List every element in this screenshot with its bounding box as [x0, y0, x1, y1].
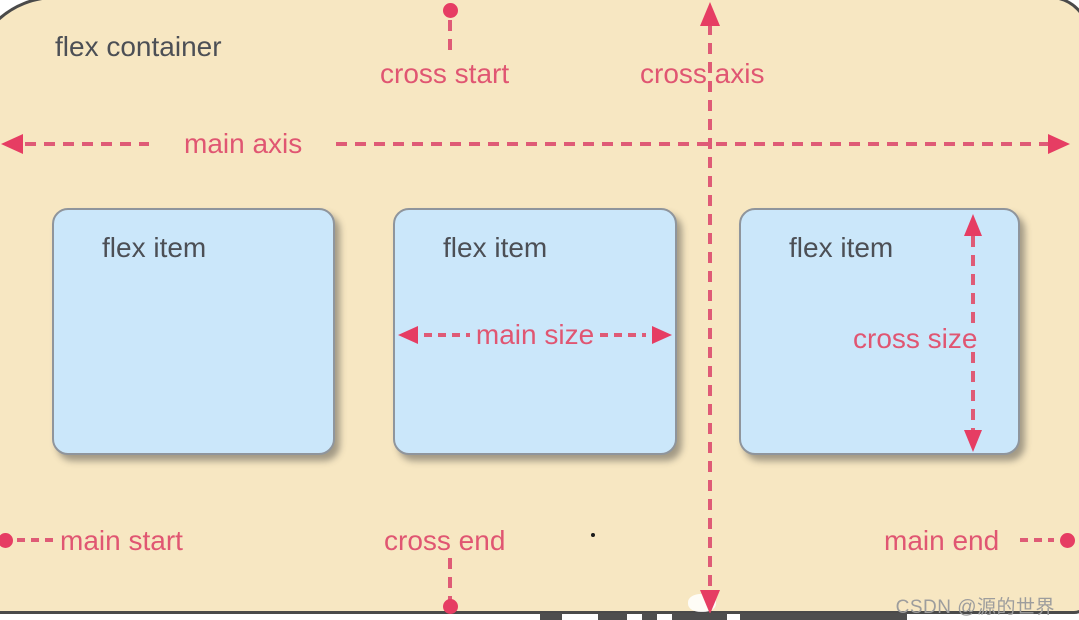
flex-item-1: flex item	[52, 208, 335, 455]
cross-start-dot-icon	[443, 3, 458, 18]
bottom-edge-artifact	[598, 613, 627, 620]
main-size-left-arrow-icon	[398, 326, 418, 344]
main-axis-line-left	[25, 142, 149, 146]
cross-axis-line	[708, 24, 712, 600]
main-start-label: main start	[60, 525, 183, 556]
cross-end-label: cross end	[384, 525, 506, 556]
flex-item-1-label: flex item	[102, 232, 207, 263]
cross-size-down-arrow-icon	[964, 430, 982, 452]
main-axis-label: main axis	[184, 128, 303, 159]
bottom-edge-artifact	[672, 613, 727, 620]
bottom-edge-artifact	[540, 613, 562, 620]
bottom-edge-artifact	[740, 613, 907, 620]
main-end-label: main end	[884, 525, 1000, 556]
cross-axis-label: cross axis	[640, 58, 765, 89]
main-end-dash-line	[1020, 538, 1054, 542]
cross-size-dash-bottom	[971, 352, 975, 432]
main-size-dash-right	[600, 333, 647, 337]
flex-item-3-label: flex item	[789, 232, 894, 263]
main-start-dot-icon	[0, 533, 13, 548]
stray-speck-artifact	[591, 533, 595, 537]
main-axis-right-arrow-icon	[1048, 134, 1070, 154]
bottom-edge-artifact	[642, 613, 657, 620]
cross-axis-up-arrow-icon	[700, 2, 720, 26]
cross-size-dash-top	[971, 236, 975, 324]
cross-end-dash-line	[448, 558, 452, 600]
flex-item-2-label: flex item	[443, 232, 548, 263]
main-axis-line-right	[336, 142, 1050, 146]
cross-start-dash-line	[448, 20, 452, 58]
main-size-arrow: main size	[398, 319, 673, 350]
cross-size-label: cross size	[853, 323, 978, 354]
cross-axis-down-arrow-icon	[700, 590, 720, 614]
main-size-dash-left	[424, 333, 470, 337]
cross-end-dot-icon	[443, 599, 458, 614]
main-end-dot-icon	[1060, 533, 1075, 548]
cross-size-up-arrow-icon	[964, 214, 982, 236]
flex-container-label: flex container	[55, 31, 222, 62]
main-size-label: main size	[475, 319, 595, 350]
csdn-watermark: CSDN @源的世界	[895, 597, 1055, 618]
main-size-right-arrow-icon	[652, 326, 673, 344]
cross-start-label: cross start	[380, 58, 510, 89]
flex-item-2: flex item main size	[393, 208, 677, 455]
main-axis-left-arrow-icon	[1, 134, 23, 154]
main-start-dash-line	[17, 538, 53, 542]
flex-item-3: flex item cross size	[739, 208, 1020, 455]
